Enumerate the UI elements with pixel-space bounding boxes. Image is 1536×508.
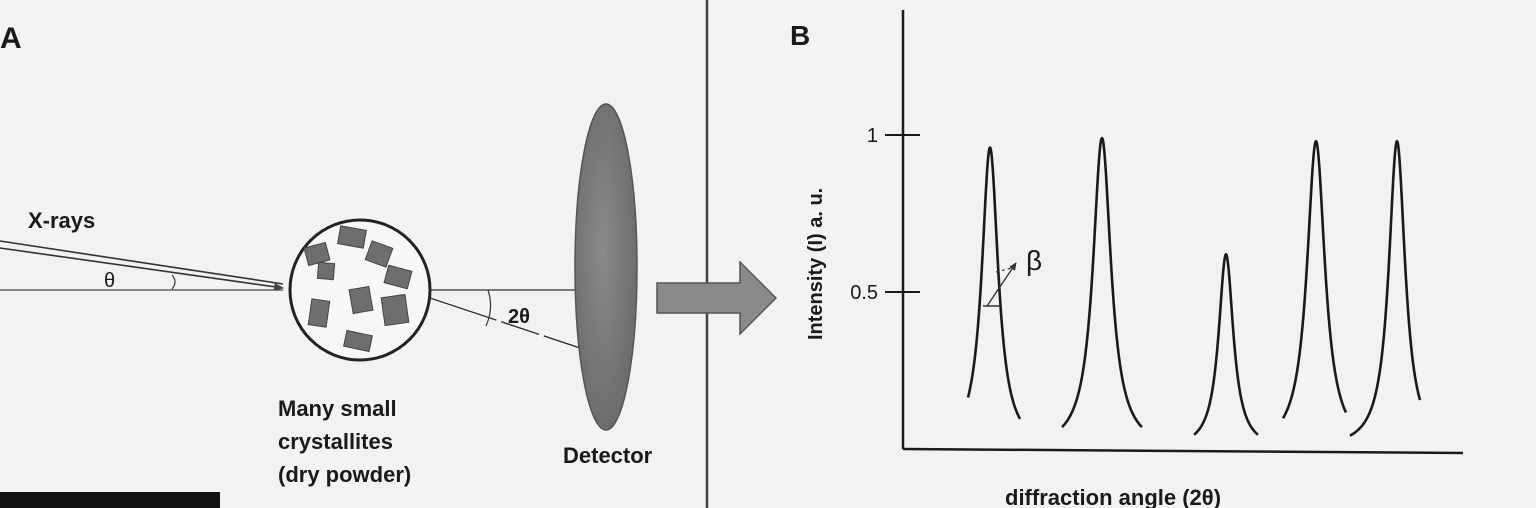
y-tick-label: 1 (867, 125, 878, 147)
y-axis-label: Intensity (I) a. u. (805, 188, 827, 340)
scatter-angle-arc (485, 289, 492, 327)
sample-label-line-1: Many small (278, 396, 397, 421)
panel-a-letter: A (0, 22, 22, 55)
diffraction-peak-5 (1349, 140, 1422, 437)
x-axis (902, 447, 1464, 455)
incident-angle-arc (171, 274, 176, 290)
transition-arrow (656, 260, 778, 336)
scan-edge (0, 492, 220, 508)
x-axis-label: diffraction angle (2θ) (1005, 485, 1221, 508)
detector-label: Detector (563, 443, 653, 468)
powder-sample (288, 218, 432, 362)
diffracted-beam (429, 297, 605, 357)
sample-label-line-2: crystallites (278, 429, 393, 454)
scatter-angle-label: 2θ (508, 306, 530, 328)
crystallites (303, 225, 413, 353)
xray-beam (0, 240, 284, 291)
xrd-pattern-chart: 10.5 (850, 10, 1464, 455)
xray-label: X-rays (28, 208, 95, 233)
panel-b-letter: B (790, 20, 810, 51)
peak-width-marker (983, 262, 1017, 307)
diffraction-peak-3 (1193, 253, 1259, 436)
diffraction-peak-4 (1281, 140, 1348, 419)
diffraction-peak-1 (966, 146, 1022, 420)
diffraction-peak-2 (1061, 136, 1143, 429)
peak-width-label: β (1026, 245, 1042, 276)
sample-label-line-3: (dry powder) (278, 462, 411, 487)
incident-angle-label: θ (104, 270, 115, 292)
y-tick-label: 0.5 (850, 282, 878, 304)
detector (574, 103, 638, 431)
